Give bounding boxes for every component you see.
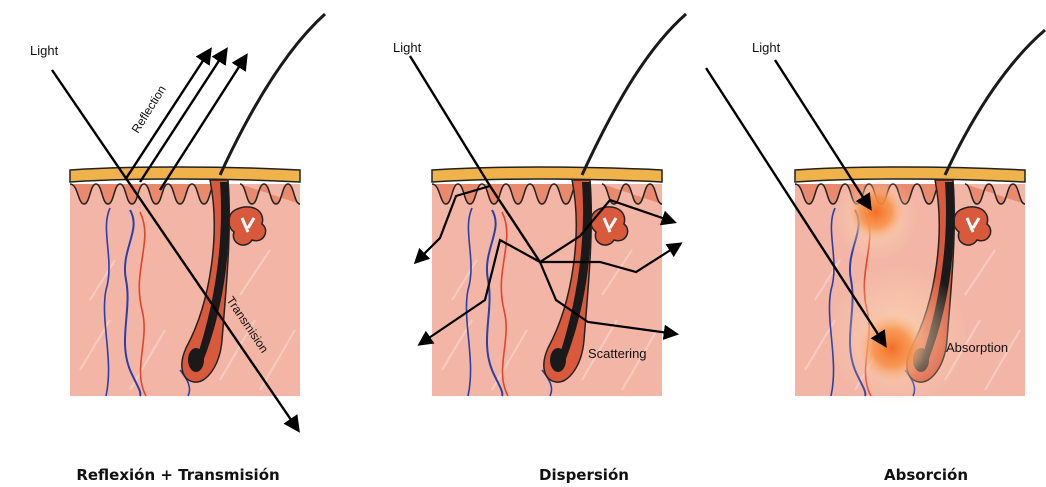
light-label: Light	[393, 40, 422, 55]
skin-cross-section	[432, 167, 662, 396]
reflection-label: Reflection	[129, 83, 169, 136]
hair-shaft	[945, 30, 1045, 175]
panel-caption: Dispersión	[539, 466, 629, 484]
panel-scattering: Light Scattering Dispersión	[393, 14, 686, 484]
absorption-spot	[848, 184, 904, 240]
skin-cross-section	[70, 167, 300, 396]
hair-shaft	[582, 14, 686, 175]
panel-reflection-transmission: Light Reflection Transmision Reflexión +…	[30, 14, 325, 484]
light-label: Light	[30, 43, 59, 58]
hair-shaft	[220, 14, 325, 175]
scattering-label: Scattering	[588, 346, 647, 361]
panel-absorption: Light Absorption Absorción	[706, 30, 1045, 484]
panel-caption: Reflexión + Transmisión	[76, 466, 279, 484]
light-label: Light	[752, 40, 781, 55]
absorption-spot	[858, 314, 926, 382]
reflection-arrow	[140, 50, 226, 182]
panel-caption: Absorción	[884, 466, 968, 484]
absorption-label: Absorption	[946, 340, 1008, 355]
